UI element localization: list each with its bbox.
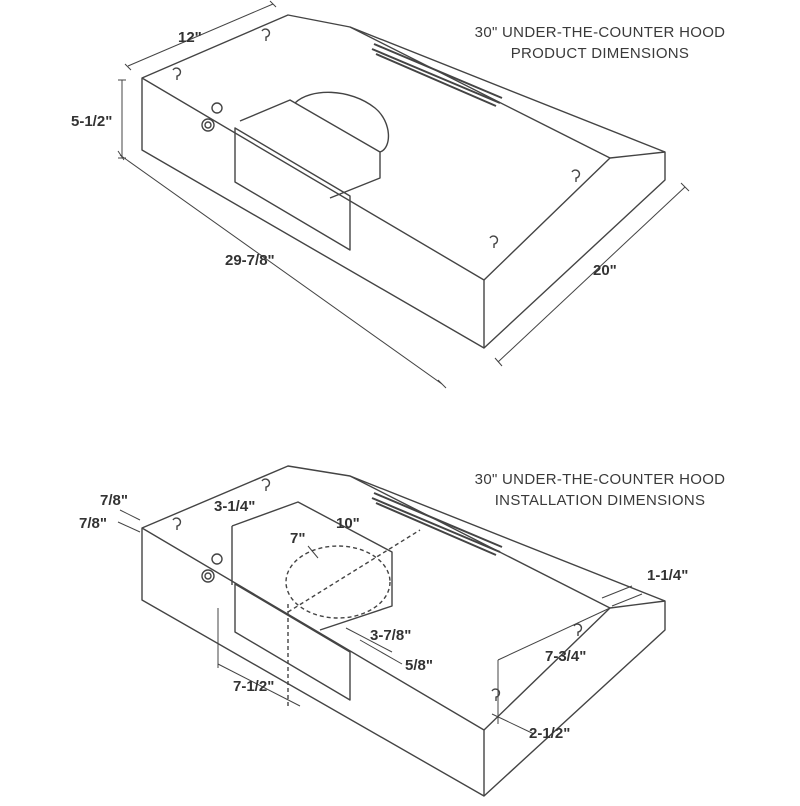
product-duct-outline [239,91,390,199]
product-keyhole-slots [172,28,581,248]
dim-label-duct-width: 10" [336,515,360,532]
install-filter-panel [234,583,351,701]
dim-label-duct-offset: 3-7/8" [370,627,412,644]
dim-label-slot-top: 1-1/4" [647,567,689,584]
installation-title-line2: INSTALLATION DIMENSIONS [494,492,706,509]
dim-label-width: 29-7/8" [225,252,275,269]
install-vent-slots [371,492,503,556]
dim-label-depth: 12" [178,29,202,46]
dim-label-duct-gap: 5/8" [405,657,433,674]
product-dimension-lines [117,0,690,389]
product-title-line1: 30" UNDER-THE-COUNTER HOOD [474,24,726,41]
dim-label-edge-b: 7/8" [79,515,107,532]
dim-label-round-duct: 7" [290,530,306,547]
dim-label-duct-depth: 3-1/4" [214,498,256,515]
product-knob [201,102,223,132]
dim-label-duct-center: 7-1/2" [233,678,275,695]
install-knob [201,553,223,583]
installation-title: 30" UNDER-THE-COUNTER HOOD INSTALLATION … [440,469,760,511]
product-title-line2: PRODUCT DIMENSIONS [510,45,690,62]
dim-label-slot-span: 7-3/4" [545,648,587,665]
install-duct-cutout [231,501,393,631]
install-keyhole-slots [172,478,583,701]
product-vent-slots [371,43,503,107]
dim-label-slot-edge: 2-1/2" [529,725,571,742]
install-dimension-lines [117,509,643,735]
product-hood-body [141,14,666,349]
install-round-duct [285,529,421,708]
dim-label-height: 5-1/2" [71,113,113,130]
product-title: 30" UNDER-THE-COUNTER HOOD PRODUCT DIMEN… [440,22,760,64]
installation-title-line1: 30" UNDER-THE-COUNTER HOOD [474,471,726,488]
dim-label-edge-a: 7/8" [100,492,128,509]
product-filter-panel [234,127,351,251]
install-hood-body [141,465,666,797]
dim-label-length: 20" [593,262,617,279]
